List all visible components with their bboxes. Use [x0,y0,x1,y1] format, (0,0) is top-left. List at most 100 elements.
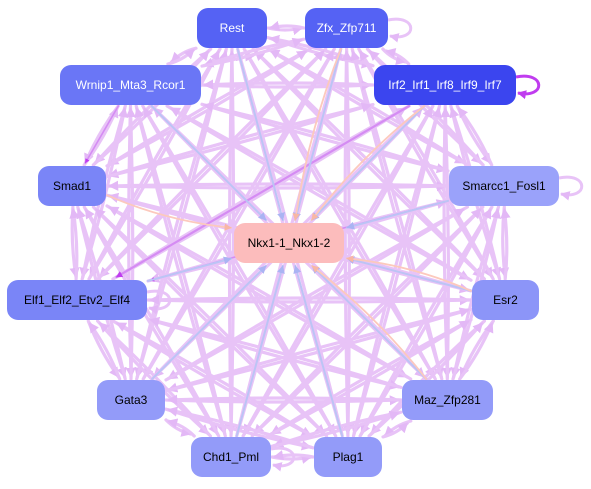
edge-wrnip1-to-plag1 [141,104,337,436]
edge-irf-to-chd1 [242,104,435,436]
edge-esr2-to-gata3 [166,307,473,393]
node-wrnip1-box [60,65,201,105]
edge-gata3-to-zfx [141,49,335,381]
node-irf-label: Irf2_Irf1_Irf8_Irf9_Irf7 [388,78,502,92]
edge-chd1-to-gata3 [166,418,196,438]
node-wrnip1[interactable]: Wrnip1_Mta3_Rcor1 [60,65,201,105]
edge-wrnip1-to-rest [166,47,196,66]
edge-chd1-to-maz [270,410,401,448]
node-plag1[interactable]: Plag1 [314,437,382,477]
edge-plag1-to-maz [381,421,409,439]
edge-chd1-to-rest [226,49,238,438]
edge-rest-to-center [236,48,285,221]
node-plag1-label: Plag1 [333,450,364,464]
edge-irf-to-center-peach [310,105,426,221]
edge-plag1-to-smad1 [93,207,329,438]
edge-chd1-to-center [235,265,285,437]
edge-smad1-to-maz [105,204,409,379]
node-esr2[interactable]: Esr2 [472,280,539,320]
edge-maz-to-esr2 [458,321,494,381]
edge-wrnip1-to-smad1-strong [84,105,120,164]
edge-esr2-to-rest [253,49,486,281]
edge-plag1-to-zfx [341,49,352,438]
edge-zfx-to-center-peach [292,48,342,221]
edge-smarcc1-to-wrnip1 [202,102,450,173]
edge-irf-to-center [310,105,426,221]
node-elf-box [7,280,147,320]
edge-rest-to-chd1 [225,47,237,436]
node-rest[interactable]: Rest [197,8,267,48]
edge-smarcc1-to-gata3 [166,205,469,381]
edge-maz-to-rest [243,49,437,381]
node-gata3-box [97,380,165,420]
edge-esr2-to-elf [148,294,473,305]
node-smarcc1[interactable]: Smarcc1_Fosl1 [449,166,559,206]
edge-zfx-to-gata3 [142,47,336,379]
node-smarcc1-box [449,166,559,206]
edge-zfx-to-rest [268,20,306,31]
node-smarcc1-label: Smarcc1_Fosl1 [462,179,546,193]
node-wrnip1-label: Wrnip1_Mta3_Rcor1 [76,78,186,92]
edge-smad1-to-center-peach [106,194,232,231]
edge-wrnip1-to-smarcc1 [200,102,448,174]
node-chd1[interactable]: Chd1_Pml [191,437,271,477]
edge-irf-to-wrnip1 [202,79,375,90]
node-elf-label: Elf1_Elf2_Etv2_Elf4 [24,293,130,307]
node-maz[interactable]: Maz_Zfp281 [402,380,493,420]
edge-chd1-to-esr2 [266,319,471,438]
edge-gata3-to-smarcc1 [164,207,466,382]
node-maz-box [402,380,493,420]
edge-plag1-to-center [293,265,344,437]
node-smad1-label: Smad1 [53,179,91,193]
edge-zfx-to-center [293,48,342,221]
edge-irf-to-rest [268,34,375,68]
edge-elf-to-esr2 [146,295,471,306]
edge-maz-to-center [311,265,428,380]
self-loop-zfx [387,17,413,43]
edge-irf-to-elf-strong [115,104,411,279]
edge-gata3-to-elf [87,321,122,381]
node-gata3[interactable]: Gata3 [97,380,165,420]
node-esr2-box [472,280,539,320]
node-plag1-box [314,437,382,477]
edge-chd1-to-irf [241,106,434,438]
edge-zfx-to-plag1 [342,47,353,436]
node-nkx1[interactable]: Nkx1-1_Nkx1-2 [234,223,344,263]
edge-smad1-to-irf [105,102,373,179]
node-esr2-label: Esr2 [493,293,518,307]
node-irf[interactable]: Irf2_Irf1_Irf8_Irf9_Irf7 [374,65,516,105]
node-zfx[interactable]: Zfx_Zfp711 [305,8,388,48]
edge-gata3-to-esr2 [164,307,471,393]
edge-wrnip1-to-zfx [200,37,304,68]
self-loop-chd1 [270,446,296,472]
node-smad1[interactable]: Smad1 [38,166,106,206]
edge-maz-to-center-peach [311,265,428,380]
node-nkx1-label: Nkx1-1_Nkx1-2 [248,236,331,250]
edge-gata3-to-maz [164,395,401,406]
self-loop-smarcc1 [558,175,584,201]
node-elf[interactable]: Elf1_Elf2_Etv2_Elf4 [7,280,147,320]
edge-smarcc1-to-smad1 [107,180,450,191]
node-nkx1-box [234,223,344,263]
edge-smad1-to-plag1 [91,205,327,436]
node-chd1-box [191,437,271,477]
edge-elf-to-center [147,256,232,282]
edge-maz-to-gata3 [166,394,403,405]
edge-wrnip1-to-center [150,105,267,221]
edge-wrnip1-to-chd1 [134,104,228,436]
node-zfx-label: Zfx_Zfp711 [317,21,377,35]
node-smad1-box [38,166,106,206]
node-zfx-box [305,8,388,48]
node-irf-box [374,65,516,105]
edge-plag1-to-wrnip1 [142,106,338,438]
edge-esr2-to-chd1 [269,318,473,436]
self-loop-elf [146,289,172,315]
edge-smarcc1-to-irf [456,106,494,167]
node-rest-label: Rest [220,21,245,35]
self-loop-irf [515,74,541,100]
edge-chd1-to-smarcc1 [250,207,483,438]
edge-elf-to-maz [146,317,401,390]
edge-esr2-to-smarcc1 [500,207,511,281]
